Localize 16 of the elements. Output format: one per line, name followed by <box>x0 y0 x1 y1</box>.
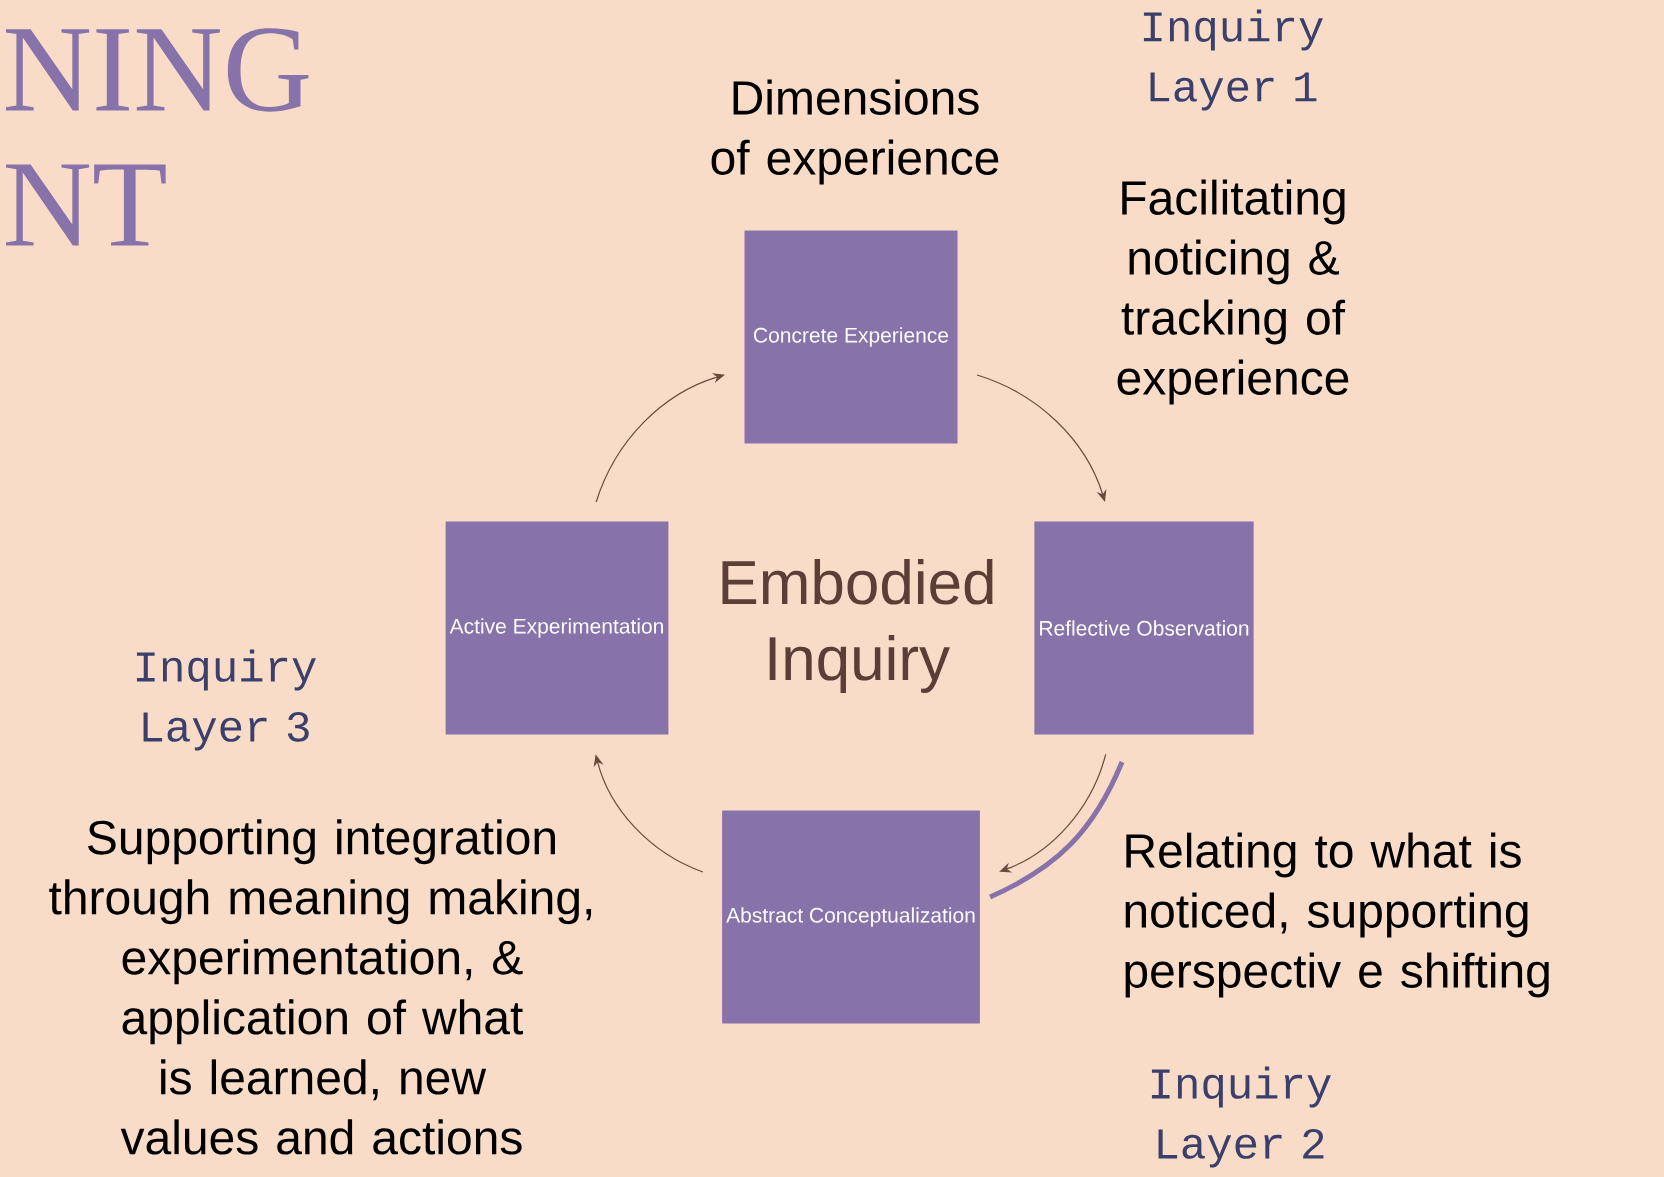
layer-label: Inquiry Layer 3 <box>136 649 316 751</box>
arrow <box>595 373 725 503</box>
description-text: Supporting integration through meaning making, experimentation, & application of what is learned, new values and actions <box>49 819 592 1155</box>
process-box: Concrete Experience <box>744 230 958 444</box>
process-box: Active Experimentation <box>445 521 669 735</box>
description-text: Facilitating noticing & tracking of experience <box>1117 179 1349 405</box>
layer-label: Inquiry Layer 1 <box>1143 9 1323 111</box>
center-text: Embodied Inquiry <box>722 559 993 693</box>
title-text: NING <box>6 28 309 112</box>
heading-text: Dimensions of experience <box>711 79 999 185</box>
title-text: NT <box>6 164 166 246</box>
process-box: Abstract Conceptualization <box>722 810 980 1024</box>
arrow <box>976 374 1107 502</box>
layer-label: Inquiry Layer 2 <box>1151 1066 1331 1168</box>
description-text: Relating to what is noticed, supporting perspectiv e shifting <box>1125 832 1549 998</box>
process-box: Reflective Observation <box>1034 521 1254 735</box>
